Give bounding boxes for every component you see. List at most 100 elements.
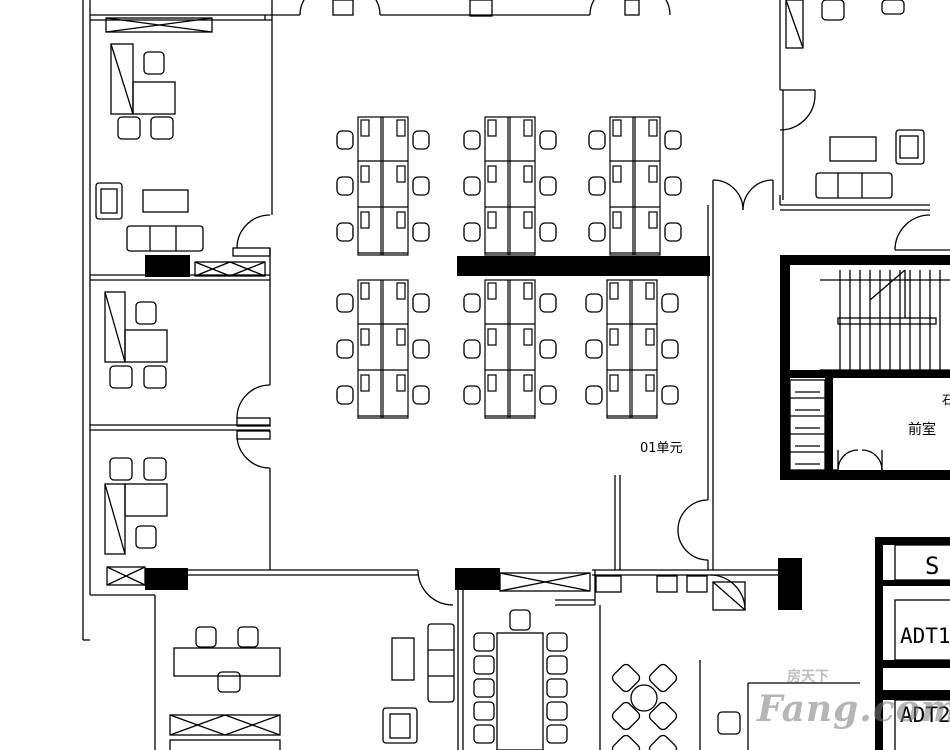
monitor — [645, 328, 655, 346]
monitor — [396, 119, 406, 137]
monitor — [360, 119, 370, 137]
monitor — [360, 328, 370, 346]
chair-seat — [539, 176, 557, 196]
monitor — [523, 374, 533, 392]
chair-seat — [661, 293, 679, 313]
chair-seat — [412, 130, 430, 150]
chair-seat — [539, 222, 557, 242]
monitor — [648, 211, 658, 229]
chair-seat — [588, 176, 606, 196]
workstation-clusters — [336, 116, 682, 419]
chair — [336, 222, 354, 242]
monitor — [487, 165, 497, 183]
chair — [664, 222, 682, 242]
chair-seat — [463, 293, 481, 313]
monitor — [612, 119, 622, 137]
solid-walls — [145, 255, 950, 750]
monitor — [396, 282, 406, 300]
chair — [463, 385, 481, 405]
monitor — [487, 211, 497, 229]
office-2 — [90, 291, 271, 570]
chair — [412, 176, 430, 196]
monitor — [360, 211, 370, 229]
bottom-left-room — [169, 623, 455, 750]
chair-seat — [661, 339, 679, 359]
monitor — [396, 165, 406, 183]
monitor — [523, 165, 533, 183]
monitor — [523, 328, 533, 346]
chair — [463, 293, 481, 313]
chair — [412, 339, 430, 359]
monitor — [609, 374, 619, 392]
workstation-cluster — [336, 279, 430, 419]
stair-core — [782, 265, 950, 471]
chair — [588, 222, 606, 242]
outer-walls — [82, 0, 781, 750]
chair-seat — [463, 130, 481, 150]
monitor — [648, 165, 658, 183]
front-room-partial-label: 石 — [942, 393, 950, 407]
monitor — [609, 282, 619, 300]
chair — [412, 293, 430, 313]
monitor — [648, 119, 658, 137]
chair-seat — [585, 385, 603, 405]
monitor — [396, 328, 406, 346]
chair-seat — [463, 385, 481, 405]
front-room-label: 前室 — [908, 421, 936, 438]
chair — [463, 339, 481, 359]
chair-seat — [664, 222, 682, 242]
chair-seat — [661, 385, 679, 405]
chair — [412, 385, 430, 405]
chair-seat — [588, 222, 606, 242]
chair-seat — [585, 293, 603, 313]
monitor — [645, 374, 655, 392]
chair-seat — [412, 222, 430, 242]
chair — [336, 130, 354, 150]
monitor — [487, 328, 497, 346]
monitor — [360, 374, 370, 392]
chair — [661, 293, 679, 313]
workstation-cluster — [588, 116, 682, 256]
workstation-cluster — [463, 279, 557, 419]
chair-seat — [412, 339, 430, 359]
chair-seat — [463, 339, 481, 359]
chair — [661, 339, 679, 359]
chair — [463, 176, 481, 196]
monitor — [612, 211, 622, 229]
chair — [588, 130, 606, 150]
chair — [539, 130, 557, 150]
chair — [539, 222, 557, 242]
chair — [539, 339, 557, 359]
chair — [585, 339, 603, 359]
chair-seat — [336, 339, 354, 359]
monitor — [396, 374, 406, 392]
chair — [336, 385, 354, 405]
chair-seat — [539, 293, 557, 313]
monitor — [523, 211, 533, 229]
monitor — [360, 165, 370, 183]
monitor — [487, 374, 497, 392]
workstation-cluster — [585, 279, 679, 419]
corridor-walls — [614, 179, 774, 570]
workstation-cluster — [463, 116, 557, 256]
adt1-label: ADT1 — [900, 624, 950, 648]
chair-seat — [539, 385, 557, 405]
monitor — [487, 119, 497, 137]
chair — [539, 385, 557, 405]
monitor — [523, 282, 533, 300]
chair — [585, 293, 603, 313]
chair-seat — [463, 176, 481, 196]
chair — [336, 339, 354, 359]
chair — [336, 293, 354, 313]
chair — [664, 176, 682, 196]
chair — [412, 130, 430, 150]
chair-seat — [336, 385, 354, 405]
workstation-cluster — [336, 116, 430, 256]
chair — [661, 385, 679, 405]
chair — [585, 385, 603, 405]
chair-seat — [664, 130, 682, 150]
chair — [539, 176, 557, 196]
monitor — [396, 211, 406, 229]
chair — [539, 293, 557, 313]
chair-seat — [585, 339, 603, 359]
